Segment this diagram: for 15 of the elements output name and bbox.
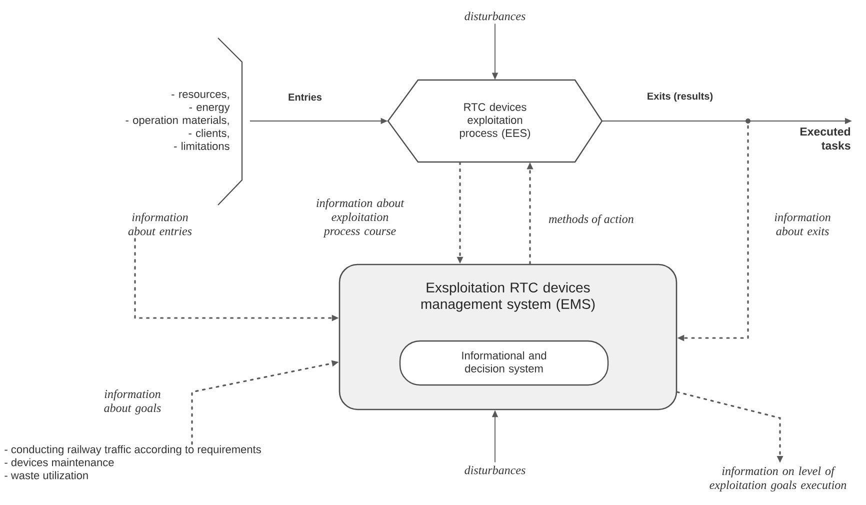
edge-label: Exits (results) xyxy=(648,92,713,102)
edge-label: information about exploitation process course xyxy=(316,198,404,238)
information-text: information on level of exploitation goals execution xyxy=(710,466,846,492)
disturbance-text: disturbances xyxy=(464,466,526,474)
subsystem-box: Informational and decision system xyxy=(399,340,609,386)
bracket-list: - resources, - energy - operation materials, - clients, - limitations xyxy=(126,38,243,206)
edge-label: information about goals xyxy=(104,389,161,414)
result-text: Executed tasks xyxy=(800,127,850,150)
information-text: information about entries xyxy=(128,212,192,236)
process-hexagon: RTC devices exploitation process (EES) xyxy=(387,79,603,163)
goals-list: - conducting railway traffic according to requirements - devices maintenance - waste utilization xyxy=(4,445,261,480)
edge-label: Entries xyxy=(288,93,322,101)
disturbance-text: disturbances xyxy=(464,12,526,20)
edge-label: methods of action xyxy=(548,214,634,226)
edge-label: information about exits xyxy=(774,212,830,236)
